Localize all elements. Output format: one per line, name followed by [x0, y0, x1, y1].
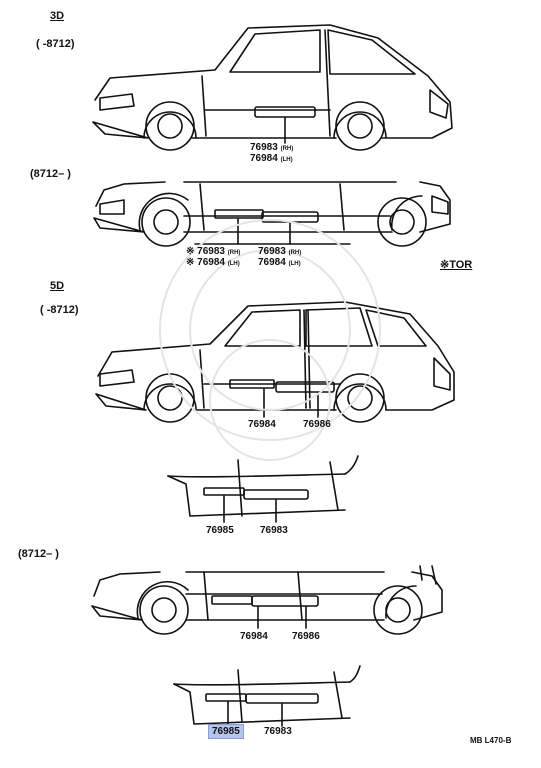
part-number-label: 76986: [292, 631, 320, 642]
section-title-3d: 3D: [50, 10, 65, 22]
section-title-5d: 5D: [50, 280, 65, 292]
part-number-label: 76983: [264, 726, 292, 737]
part-number-label: 76984: [248, 419, 276, 430]
car-3d-late: [93, 181, 451, 247]
period-3d-late: (8712– ): [30, 168, 71, 180]
car-5d-late: [91, 565, 443, 635]
part-number-label: 76984: [240, 631, 268, 642]
part-number-label: 76984 (LH): [250, 153, 293, 164]
car-3d-early: [92, 24, 453, 151]
part-number-label: 76983 (RH): [250, 142, 294, 153]
part-number-label: 76985: [206, 525, 234, 536]
diagram-reference: MB L470-B: [470, 736, 512, 745]
period-5d-late: (8712– ): [18, 548, 59, 560]
part-number-label: ※ 76984 (LH): [186, 257, 240, 268]
part-number-label: 76984 (LH): [258, 257, 301, 268]
period-5d-early: ( -8712): [40, 304, 79, 316]
car-5d-early: [95, 301, 455, 423]
part-number-label: 76983: [260, 525, 288, 536]
tor-note: ※TOR: [440, 259, 473, 271]
part-number-label: 76986: [303, 419, 331, 430]
part-number-label: ※ 76983 (RH): [186, 246, 241, 257]
part-number-label: 76983 (RH): [258, 246, 302, 257]
period-3d-early: ( -8712): [36, 38, 75, 50]
panel-5d-early-detail: [167, 455, 359, 523]
panel-5d-late-detail: [173, 665, 361, 727]
part-number-highlighted[interactable]: 76985: [208, 724, 244, 739]
watermark-emblem: [159, 219, 381, 461]
